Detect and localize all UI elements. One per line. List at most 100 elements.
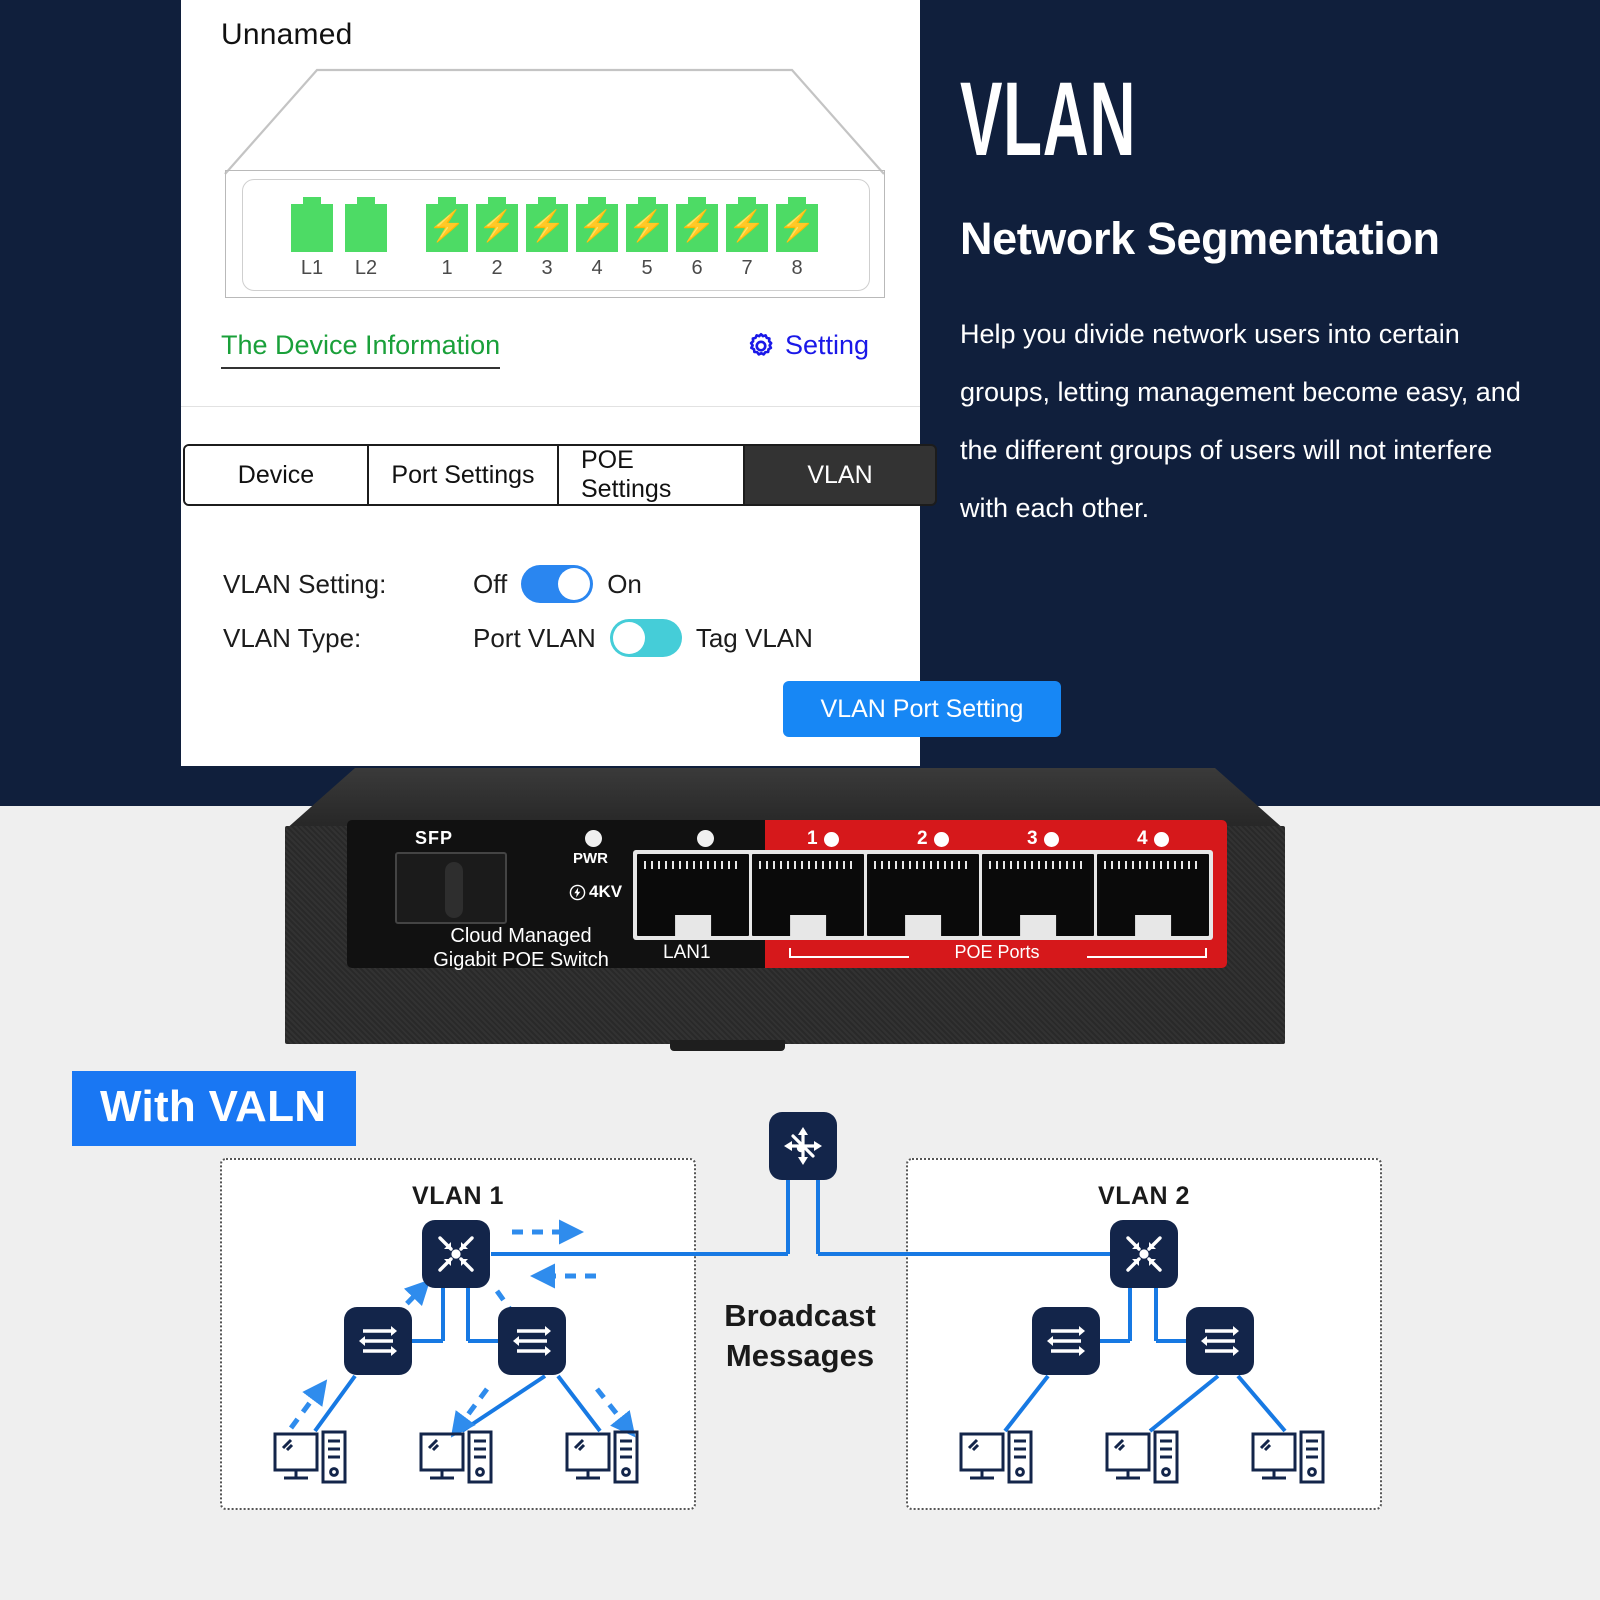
poe-port[interactable]: 6 <box>676 197 718 280</box>
vlan-port-setting-button[interactable]: VLAN Port Setting <box>783 681 1061 737</box>
setting-label: Setting <box>784 330 869 360</box>
poe-port-group: 1 2 3 4 <box>426 197 818 280</box>
vlan2-pc-1[interactable] <box>958 1428 1034 1486</box>
setting-link[interactable]: Setting <box>746 330 869 361</box>
power-led-icon <box>585 830 602 847</box>
vlan1-pc-2[interactable] <box>418 1428 494 1486</box>
lan1-led-icon <box>697 830 714 847</box>
vlan2-group-box: VLAN 2 <box>906 1158 1382 1510</box>
promo-title: VLAN <box>960 61 1137 179</box>
hardware-device-photo: SFP PWR 4KV Cloud Managed Gigabit POE Sw… <box>285 768 1285 1058</box>
vlan2-pc-2[interactable] <box>1104 1428 1180 1486</box>
port-label: L1 <box>300 257 324 279</box>
vlan2-switch-node-left[interactable] <box>1032 1307 1100 1375</box>
brand-line-1: Cloud Managed <box>450 925 592 947</box>
poe-port[interactable]: 3 <box>526 197 568 280</box>
desktop-computer-icon <box>1251 1430 1325 1484</box>
broadcast-node[interactable] <box>769 1112 837 1180</box>
switch-icon <box>359 1326 397 1356</box>
poe-port[interactable]: 8 <box>776 197 818 280</box>
desktop-computer-icon <box>273 1430 347 1484</box>
toggle-knob <box>612 622 645 654</box>
poe-port[interactable]: 7 <box>726 197 768 280</box>
sfp-label: SFP <box>415 828 454 848</box>
port-label: 7 <box>741 257 753 279</box>
port-vlan-label: Port VLAN <box>473 622 596 653</box>
surge-protection-label: 4KV <box>569 882 622 902</box>
device-information-link[interactable]: The Device Information <box>221 330 501 369</box>
rj45-poe-jack-icon <box>576 197 618 252</box>
vlan2-pc-3[interactable] <box>1250 1428 1326 1486</box>
device-port-area: L1 L2 1 2 <box>242 179 870 291</box>
tab-poe-settings[interactable]: POE Settings <box>559 446 745 504</box>
rj45-poe-jack-icon <box>676 197 718 252</box>
lan-port[interactable]: L2 <box>345 197 387 280</box>
gear-icon <box>749 332 773 356</box>
brand-text: Cloud Managed Gigabit POE Switch <box>371 924 671 973</box>
desktop-computer-icon <box>565 1430 639 1484</box>
rj45-poe-jack-icon <box>526 197 568 252</box>
port-label: 4 <box>591 257 603 279</box>
rj45-port-2[interactable] <box>867 854 979 936</box>
poe-port-number-2: 2 <box>917 828 949 850</box>
vlan1-pc-1[interactable] <box>272 1428 348 1486</box>
surge-value: 4KV <box>589 882 623 901</box>
vlan2-router-node[interactable] <box>1110 1220 1178 1288</box>
switch-icon <box>1047 1326 1085 1356</box>
sfp-slot[interactable] <box>395 852 507 924</box>
poe-port[interactable]: 5 <box>626 197 668 280</box>
rj45-jack-icon <box>291 197 333 252</box>
vlan-setting-off-label: Off <box>473 568 508 599</box>
vlan1-pc-3[interactable] <box>564 1428 640 1486</box>
poe-port[interactable]: 2 <box>476 197 518 280</box>
vlan1-switch-node-left[interactable] <box>344 1307 412 1375</box>
vlan-setting-label: VLAN Setting: <box>223 568 387 599</box>
device-chassis-body: L1 L2 1 2 <box>225 170 885 298</box>
tag-vlan-label: Tag VLAN <box>695 622 813 653</box>
page-title: Unnamed <box>221 18 353 51</box>
poe-port-number-1: 1 <box>807 828 839 850</box>
poe-led-icon <box>823 831 839 847</box>
switch-icon <box>1201 1326 1239 1356</box>
vlan2-switch-node-right[interactable] <box>1186 1307 1254 1375</box>
desktop-computer-icon <box>1105 1430 1179 1484</box>
vlan1-router-node[interactable] <box>422 1220 490 1288</box>
bolt-circle-icon <box>569 884 586 900</box>
desktop-computer-icon <box>419 1430 493 1484</box>
vlan1-switch-node-right[interactable] <box>498 1307 566 1375</box>
lan-port[interactable]: L1 <box>291 197 333 280</box>
lan-port-group: L1 L2 <box>291 197 387 280</box>
promo-body: Help you divide network users into certa… <box>960 319 1521 524</box>
rj45-port-lan1[interactable] <box>637 854 749 936</box>
poe-led-icon <box>1043 831 1059 847</box>
poe-port[interactable]: 1 <box>426 197 468 280</box>
rj45-poe-jack-icon <box>476 197 518 252</box>
rj45-poe-jack-icon <box>776 197 818 252</box>
vlan-type-toggle[interactable] <box>609 619 682 657</box>
port-label: 8 <box>791 257 803 279</box>
port-label: 6 <box>691 257 703 279</box>
rj45-poe-jack-icon <box>726 197 768 252</box>
poe-ports-label: POE Ports <box>954 942 1040 962</box>
vlan1-caption: VLAN 1 <box>412 1182 504 1210</box>
rj45-poe-jack-icon <box>626 197 668 252</box>
tab-device[interactable]: Device <box>185 446 369 504</box>
port-label: 5 <box>641 257 653 279</box>
divider <box>181 406 920 407</box>
rj45-port-1[interactable] <box>752 854 864 936</box>
tab-port-settings[interactable]: Port Settings <box>369 446 559 504</box>
port-label: 3 <box>541 257 553 279</box>
device-front-panel: SFP PWR 4KV Cloud Managed Gigabit POE Sw… <box>347 820 1227 971</box>
with-vlan-badge: With VALN <box>72 1071 357 1146</box>
rj45-poe-jack-icon <box>426 197 468 252</box>
tab-vlan[interactable]: VLAN <box>745 446 935 504</box>
device-chassis-top <box>224 68 885 175</box>
poe-port-number-4: 4 <box>1137 828 1169 850</box>
vlan-setting-toggle[interactable] <box>521 565 594 603</box>
poe-led-icon <box>1153 831 1169 847</box>
brand-line-2: Gigabit POE Switch <box>433 949 609 972</box>
rj45-port-3[interactable] <box>982 854 1094 936</box>
port-label: 1 <box>441 257 453 279</box>
poe-port[interactable]: 4 <box>576 197 618 280</box>
rj45-port-4[interactable] <box>1097 854 1209 936</box>
